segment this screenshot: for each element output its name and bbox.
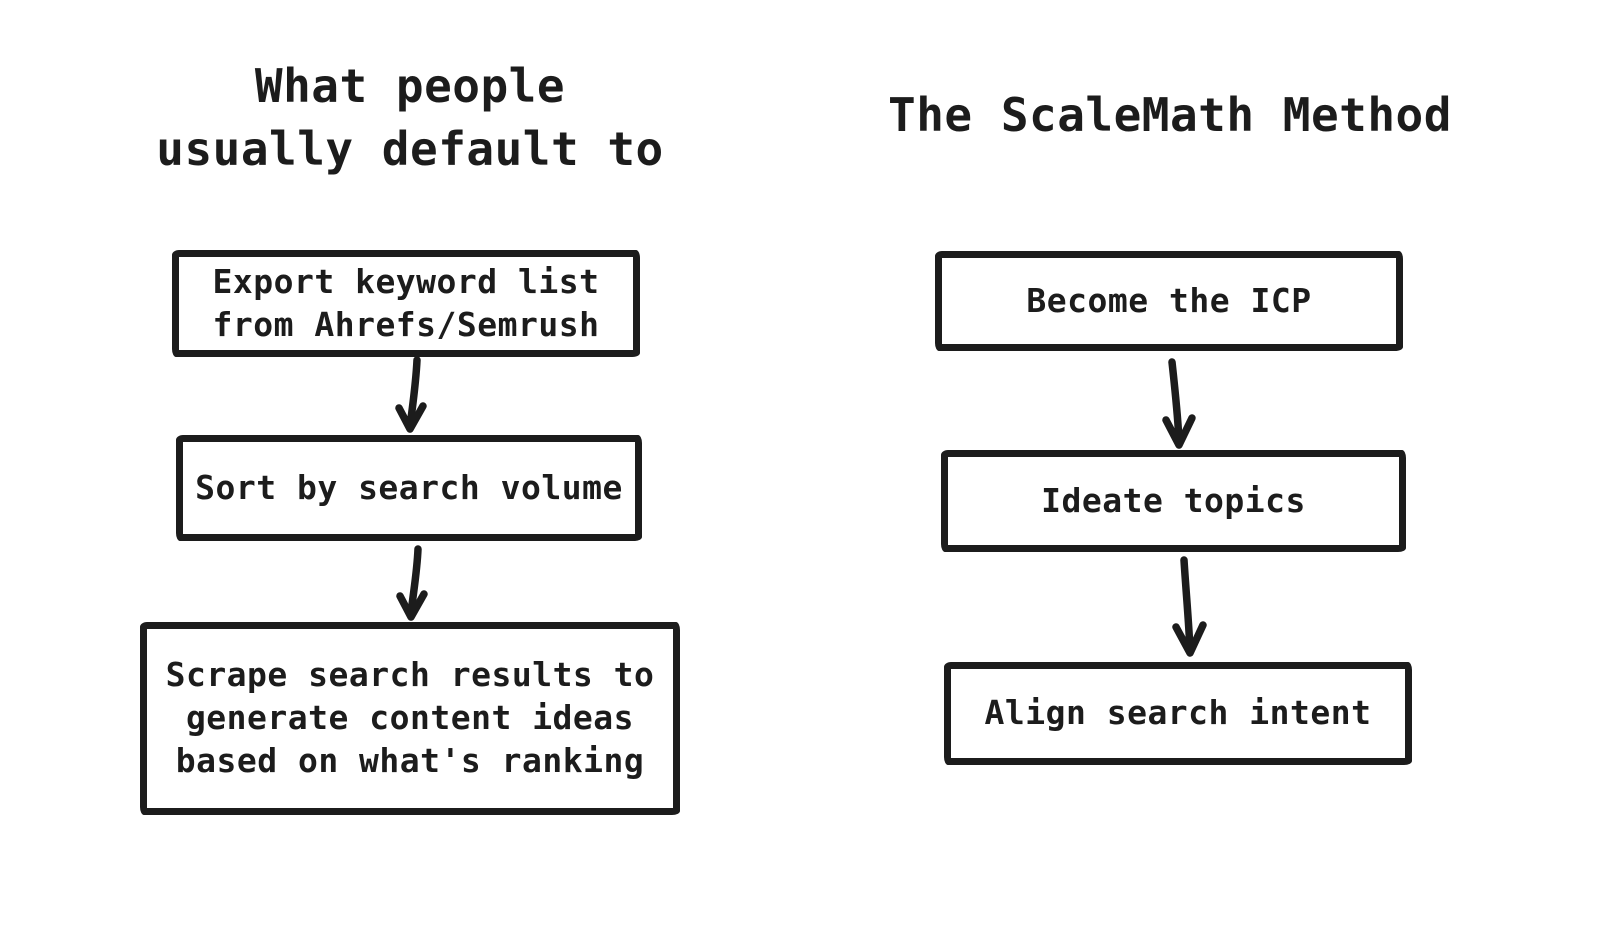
flow-box-label: Become the ICP: [1026, 280, 1312, 320]
flow-box-sort-by-volume: Sort by search volume: [176, 435, 642, 541]
arrow-down-icon: [1172, 556, 1207, 657]
flow-box-label: Ideate topics: [1041, 480, 1306, 520]
flow-box-label: Export keyword list from Ahrefs/Semrush: [212, 261, 600, 344]
flow-box-align-search-intent: Align search intent: [944, 662, 1412, 765]
flow-box-ideate-topics: Ideate topics: [941, 450, 1406, 552]
flow-box-label: Scrape search results to generate conten…: [165, 655, 655, 780]
flow-box-label: Align search intent: [984, 693, 1372, 733]
right-column-title: The ScaleMath Method: [888, 88, 1452, 142]
arrow-down-icon: [396, 545, 428, 621]
flow-box-export-keyword-list: Export keyword list from Ahrefs/Semrush: [172, 250, 640, 357]
flow-box-scrape-search-results: Scrape search results to generate conten…: [140, 622, 680, 815]
arrow-down-icon: [1162, 358, 1196, 449]
flow-box-become-the-icp: Become the ICP: [935, 251, 1403, 351]
arrow-down-icon: [395, 356, 427, 433]
flow-box-label: Sort by search volume: [195, 467, 623, 507]
left-column-title: What people usually default to: [156, 59, 664, 176]
